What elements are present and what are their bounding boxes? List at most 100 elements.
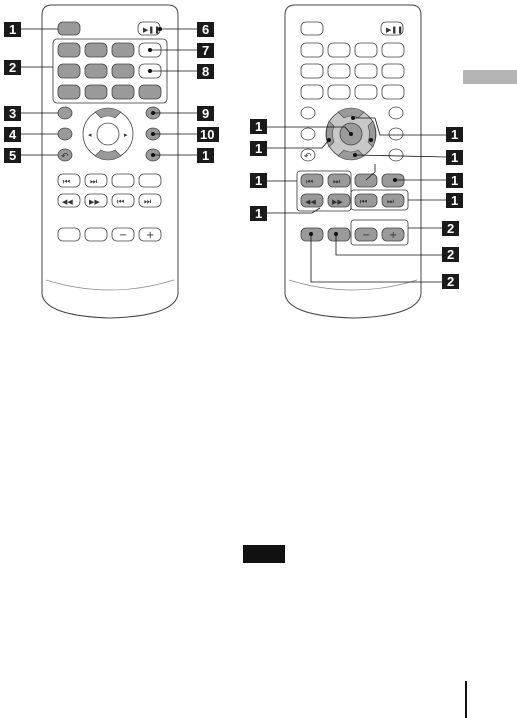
dpad-down-button[interactable] [94, 149, 122, 161]
right-prev-button[interactable] [300, 173, 324, 188]
callout-badge [197, 148, 214, 163]
num-button[interactable] [327, 42, 351, 58]
right-callouts: 1 1 1 1 1 1 1 1 2 2 [250, 116, 463, 289]
left-callouts: 1 2 3 4 5 6 7 8 9 10 [4, 22, 219, 163]
left-next-button[interactable] [84, 173, 108, 188]
left-ff-button[interactable] [84, 193, 108, 208]
right-return-button[interactable] [300, 148, 316, 162]
left-dpad[interactable]: ◂ ▸ [82, 107, 134, 161]
leader-line [310, 234, 442, 283]
callout-badge [250, 141, 267, 156]
leader-line [335, 234, 442, 256]
right-side-button[interactable] [388, 106, 404, 120]
num-button[interactable] [57, 42, 81, 58]
dpad-center-button[interactable] [96, 122, 120, 146]
left-plus-button[interactable] [138, 227, 162, 242]
callout-label: 1 [255, 173, 262, 188]
callout-label: 1 [202, 148, 209, 163]
num-button[interactable] [327, 63, 351, 79]
num-button[interactable] [354, 63, 378, 79]
right-ff-button[interactable] [327, 193, 351, 208]
right-next-button-2[interactable] [381, 193, 405, 208]
callout-label: 1 [451, 193, 458, 208]
callout-badge [4, 60, 21, 75]
right-plus-button[interactable] [381, 227, 405, 242]
callout-badge [250, 119, 267, 134]
left-side-button[interactable] [57, 127, 73, 141]
dpad-down-button[interactable] [337, 149, 365, 161]
right-blank-button[interactable] [354, 173, 378, 188]
right-side-button[interactable] [300, 106, 316, 120]
callout-badge [197, 22, 214, 37]
left-bottom-button[interactable] [84, 227, 108, 242]
callout-label: 1 [451, 127, 458, 142]
dpad-up-button[interactable] [94, 107, 122, 119]
callout-label: 3 [9, 106, 16, 121]
num-button[interactable] [300, 42, 324, 58]
num-button[interactable] [327, 84, 351, 100]
right-minus-button[interactable] [354, 227, 378, 242]
left-prev-button-2[interactable] [111, 193, 135, 208]
right-blank-button[interactable] [381, 173, 405, 188]
num-button[interactable] [300, 63, 324, 79]
right-side-button[interactable] [388, 127, 404, 141]
leader-dot [334, 232, 338, 236]
callout-label: 4 [9, 127, 17, 142]
callout-label: 1 [9, 22, 16, 37]
left-minus-glyph: − [119, 230, 127, 241]
num-button[interactable] [381, 63, 405, 79]
right-prev-glyph-2: ⏮ [360, 197, 367, 206]
left-rew-glyph: ◀◀ [62, 198, 73, 206]
return-glyph: ↶ [304, 152, 312, 162]
left-next-button-2[interactable] [138, 193, 162, 208]
leader-dot [349, 132, 353, 136]
num-button[interactable] [84, 42, 108, 58]
callout-badge [446, 193, 463, 208]
right-next-glyph: ⏭ [333, 177, 340, 186]
num-button[interactable] [111, 84, 135, 100]
num-button[interactable] [354, 84, 378, 100]
num-button[interactable] [57, 63, 81, 79]
leader-dot [351, 116, 355, 120]
right-top-button[interactable] [300, 21, 324, 36]
right-number-pad [300, 42, 405, 100]
left-rew-button[interactable] [57, 193, 81, 208]
num-button[interactable] [111, 63, 135, 79]
left-blank-button[interactable] [111, 173, 135, 188]
callout-badge [4, 148, 21, 163]
num-button[interactable] [381, 84, 405, 100]
num-button[interactable] [300, 84, 324, 100]
callout-label: 1 [255, 141, 262, 156]
right-transport-group [296, 170, 352, 212]
left-blank-button[interactable] [138, 173, 162, 188]
right-prev-glyph: ⏮ [306, 177, 313, 186]
right-rew-glyph: ◀◀ [305, 198, 316, 206]
callout-label: 7 [202, 43, 209, 58]
num-button[interactable] [381, 42, 405, 58]
dpad-right-icon: ▸ [124, 131, 128, 139]
right-side-button[interactable] [388, 148, 404, 162]
num-button[interactable] [354, 42, 378, 58]
left-bottom-button[interactable] [57, 227, 81, 242]
num-button[interactable] [57, 84, 81, 100]
left-side-button[interactable] [57, 106, 73, 120]
side-tab [463, 70, 517, 84]
right-remote: ▶❚❚ ↶ [284, 4, 422, 319]
right-side-button[interactable] [300, 127, 316, 141]
leader-dot [393, 178, 397, 182]
right-prev-button-2[interactable] [354, 193, 378, 208]
right-next-button[interactable] [327, 173, 351, 188]
dpad-left-icon: ◂ [88, 131, 92, 139]
left-top-button[interactable] [57, 21, 81, 36]
callout-badge [446, 150, 463, 165]
left-prev-button[interactable] [57, 173, 81, 188]
callout-label: 6 [202, 22, 209, 37]
num-button[interactable] [84, 63, 108, 79]
num-button[interactable] [84, 84, 108, 100]
right-rew-button[interactable] [300, 193, 324, 208]
right-bottom-button[interactable] [327, 227, 351, 242]
right-play-pause-button[interactable] [380, 21, 404, 36]
num-button[interactable] [111, 42, 135, 58]
left-minus-button[interactable] [111, 227, 135, 242]
num-button[interactable] [138, 84, 162, 100]
